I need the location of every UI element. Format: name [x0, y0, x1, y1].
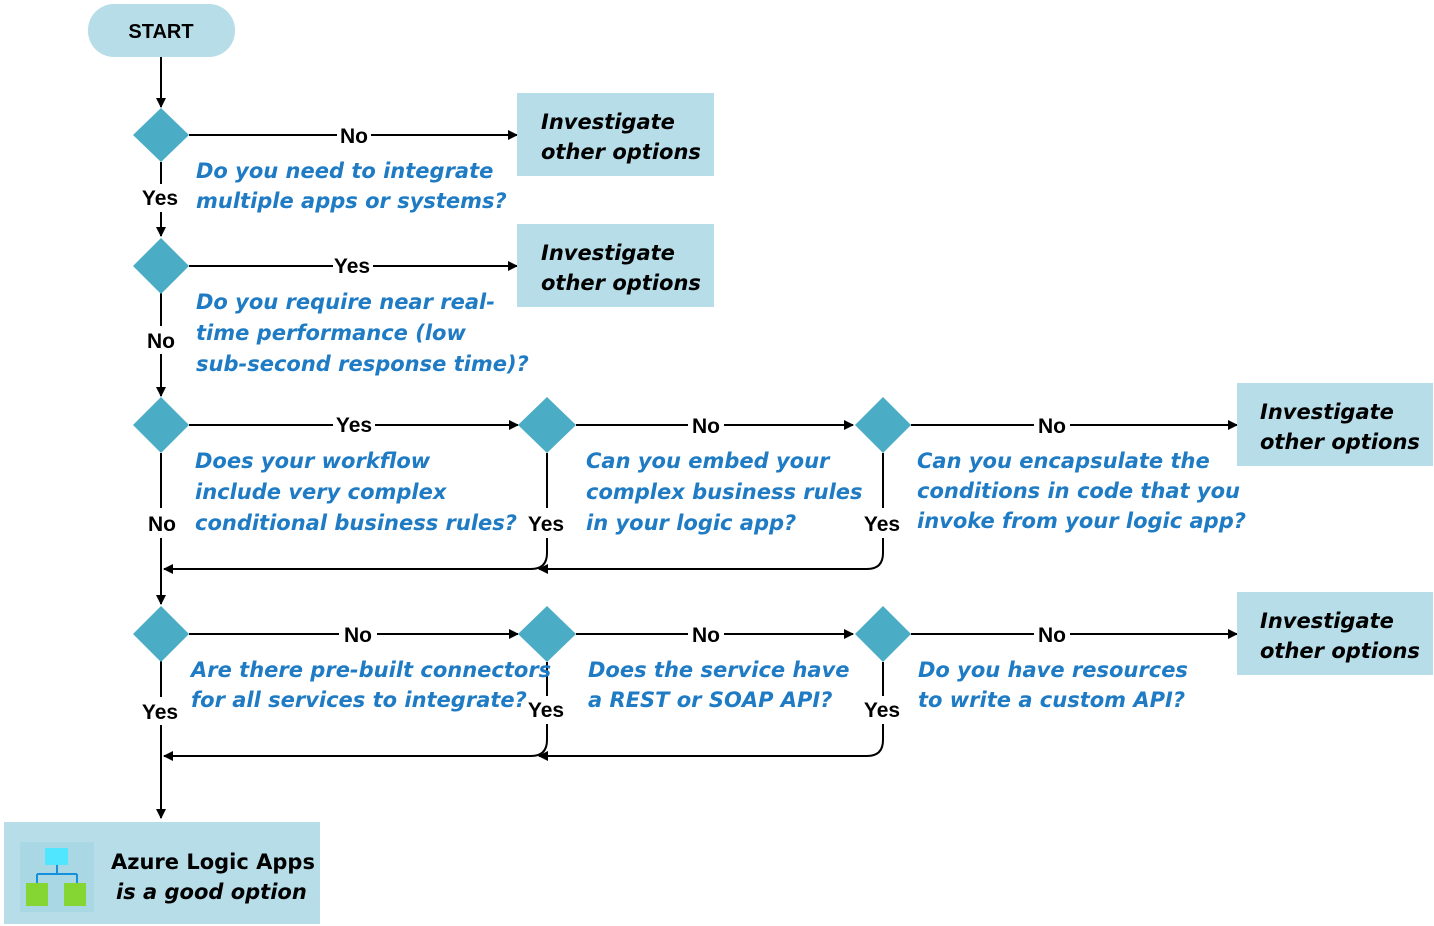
result-box: Azure Logic Apps is a good option	[4, 822, 320, 924]
decision-diamond-4	[133, 606, 189, 662]
question-line: include very complex	[195, 480, 448, 504]
edge-label-d4-yes: Yes	[142, 701, 178, 724]
edge-label-d3-yes: Yes	[336, 414, 372, 437]
edge-d4b-yes-return	[163, 724, 548, 761]
question-1: Do you need to integrate multiple apps o…	[196, 159, 507, 213]
investigate-line-2: other options	[1260, 430, 1420, 454]
edge-label-d3c-no: No	[1038, 415, 1066, 438]
edge-d3b-yes-return	[163, 538, 548, 574]
question-line: for all services to integrate?	[191, 688, 527, 712]
result-subtitle: is a good option	[116, 880, 307, 904]
edge-label-d1-yes: Yes	[142, 187, 178, 210]
investigate-line-1: Investigate	[1260, 609, 1394, 633]
decision-diamond-4b	[518, 606, 576, 662]
edge-d3c-yes-return	[538, 538, 884, 574]
investigate-box-1: Investigate other options	[517, 93, 714, 176]
investigate-line-2: other options	[541, 140, 701, 164]
start-node: START	[88, 4, 235, 57]
start-label: START	[128, 21, 193, 43]
question-line: conditions in code that you	[917, 479, 1240, 503]
edge-label-d1-no: No	[340, 125, 368, 148]
question-3c: Can you encapsulate the conditions in co…	[917, 449, 1246, 533]
investigate-line-1: Investigate	[541, 241, 675, 265]
question-line: Do you have resources	[918, 658, 1188, 682]
edge-label-d3c-yes: Yes	[864, 513, 900, 536]
edge-label-d4c-yes: Yes	[864, 699, 900, 722]
edge-label-d2-no: No	[147, 330, 175, 353]
decision-diamond-3b	[518, 397, 576, 453]
investigate-line-1: Investigate	[541, 110, 675, 134]
question-4: Are there pre-built connectors for all s…	[189, 658, 551, 712]
question-2: Do you require near real- time performan…	[196, 290, 529, 376]
question-line: to write a custom API?	[918, 688, 1185, 712]
question-line: multiple apps or systems?	[196, 189, 507, 213]
result-title: Azure Logic Apps	[111, 850, 315, 874]
edge-label-d3b-yes: Yes	[528, 513, 564, 536]
question-line: in your logic app?	[586, 511, 796, 535]
edge-label-d3-no: No	[148, 513, 176, 536]
investigate-box-3: Investigate other options	[1237, 383, 1433, 466]
question-3b: Can you embed your complex business rule…	[586, 449, 863, 535]
investigate-line-1: Investigate	[1260, 400, 1394, 424]
edge-d4c-yes-return	[538, 724, 884, 761]
question-line: Can you embed your	[586, 449, 831, 473]
question-line: time performance (low	[196, 321, 466, 345]
edge-label-d3b-no: No	[692, 415, 720, 438]
question-4b: Does the service have a REST or SOAP API…	[588, 658, 850, 712]
edge-label-d4b-yes: Yes	[528, 699, 564, 722]
question-line: conditional business rules?	[195, 511, 517, 535]
logic-apps-icon	[20, 842, 94, 912]
investigate-line-2: other options	[1260, 639, 1420, 663]
question-line: invoke from your logic app?	[917, 509, 1246, 533]
question-line: Does your workflow	[195, 449, 431, 473]
edge-label-d2-yes: Yes	[334, 255, 370, 278]
decision-diamond-4c	[855, 606, 911, 662]
edge-label-d4b-no: No	[692, 624, 720, 647]
question-line: Are there pre-built connectors	[189, 658, 551, 682]
question-line: Do you need to integrate	[196, 159, 493, 183]
edge-label-d4c-no: No	[1038, 624, 1066, 647]
question-line: Do you require near real-	[196, 290, 495, 314]
decision-diamond-2	[133, 238, 189, 294]
question-line: complex business rules	[586, 480, 863, 504]
investigate-line-2: other options	[541, 271, 701, 295]
decision-diamond-1	[133, 108, 189, 162]
question-3: Does your workflow include very complex …	[195, 449, 517, 535]
question-line: sub-second response time)?	[196, 352, 529, 376]
question-line: Can you encapsulate the	[917, 449, 1210, 473]
question-line: Does the service have	[588, 658, 850, 682]
investigate-box-4: Investigate other options	[1237, 592, 1433, 675]
decision-diamond-3	[133, 397, 189, 453]
question-4c: Do you have resources to write a custom …	[918, 658, 1188, 712]
decision-diamond-3c	[855, 397, 911, 453]
question-line: a REST or SOAP API?	[588, 688, 832, 712]
investigate-box-2: Investigate other options	[517, 224, 714, 307]
edge-label-d4-no: No	[344, 624, 372, 647]
